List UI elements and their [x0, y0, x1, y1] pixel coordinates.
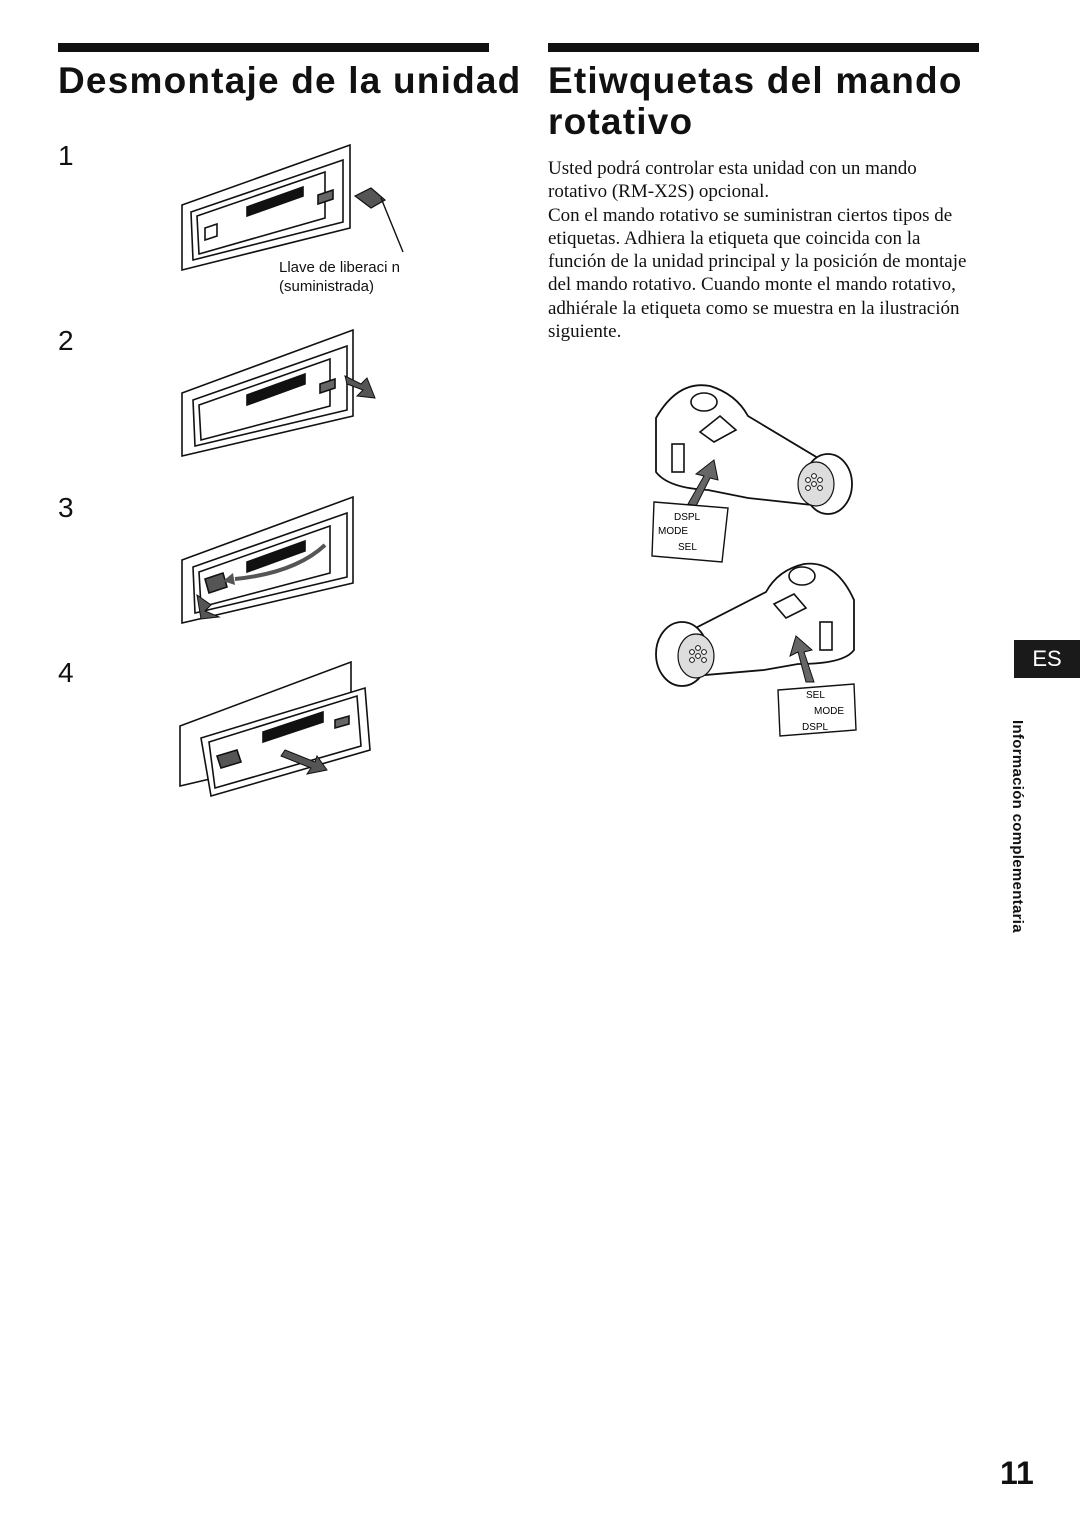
right-section-title-line2: rotativo	[548, 101, 694, 142]
arrow-icon	[234, 543, 327, 581]
right-heading-rule	[548, 43, 979, 52]
step-number-3: 3	[58, 492, 74, 523]
left-heading-rule	[58, 43, 489, 52]
step-3-illustration	[181, 495, 354, 625]
step-number-1: 1	[58, 140, 74, 171]
release-key-caption-line1: Llave de liberaci n	[279, 259, 400, 276]
bottom-label-mode: MODE	[814, 706, 844, 717]
release-key-caption-line2: (suministrada)	[279, 278, 375, 295]
right-section-title-line1: Etiwquetas del mando	[548, 60, 963, 101]
top-label-sel: SEL	[678, 542, 697, 553]
step-number-2: 2	[58, 325, 74, 356]
arrow-icon	[687, 459, 719, 507]
body-text: Usted podrá controlar esta unidad con un…	[548, 157, 978, 343]
bottom-label-sel: SEL	[806, 690, 825, 701]
arrow-icon	[280, 749, 328, 775]
paragraph-2: Con el mando rotativo se suministran cie…	[548, 204, 967, 343]
language-tab: ES	[1014, 640, 1080, 678]
top-label-mode: MODE	[658, 526, 688, 537]
step-2-illustration	[181, 328, 376, 458]
step-1-illustration	[181, 143, 404, 272]
paragraph-1: Usted podrá controlar esta unidad con un…	[548, 158, 917, 203]
arrow-icon	[344, 375, 376, 399]
rotary-commander-illustration-bottom: SEL MODE DSPL	[655, 562, 857, 737]
top-label-dspl: DSPL	[674, 512, 701, 523]
bottom-label-dspl: DSPL	[802, 722, 829, 733]
section-vertical-label: Información complementaria	[1009, 720, 1026, 933]
step-4-illustration	[179, 660, 371, 798]
page-number: 11	[1000, 1455, 1034, 1491]
step-number-4: 4	[58, 657, 74, 688]
rotary-commander-illustration-top: DSPL MODE SEL	[651, 384, 853, 563]
release-key-icon	[353, 187, 404, 253]
left-section-title: Desmontaje de la unidad	[58, 60, 522, 101]
arrow-icon	[789, 635, 815, 683]
